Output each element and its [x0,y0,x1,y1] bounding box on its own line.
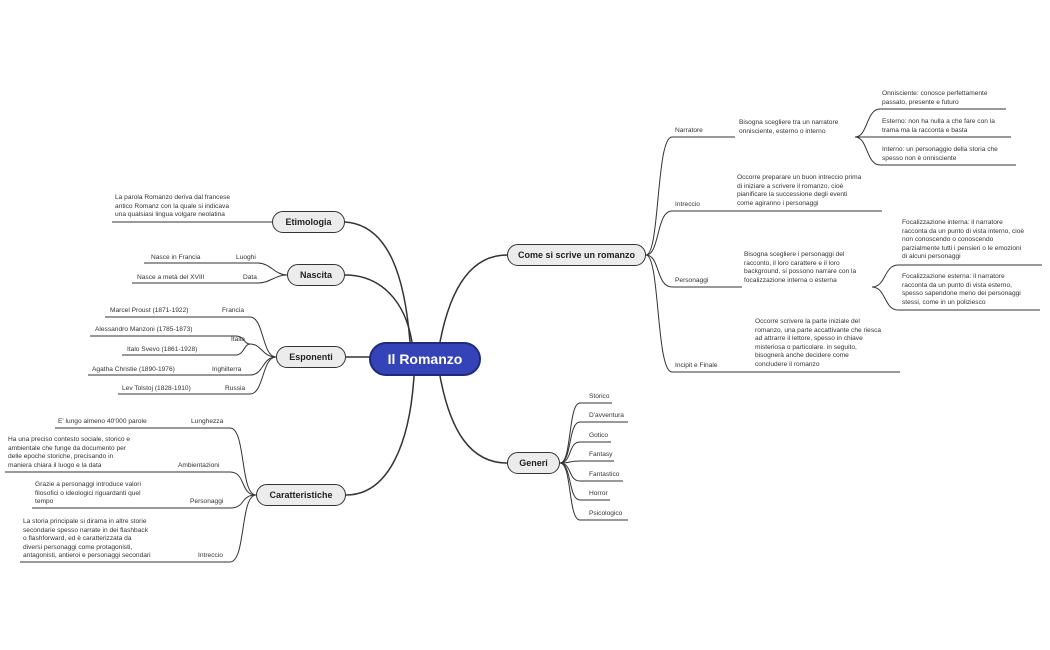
topic-etimologia[interactable]: Etimologia [272,211,345,233]
come-personaggi-text: Bisogna scegliere i personaggi del racco… [744,251,857,284]
esponenti-russia-label: Russia [225,385,246,392]
genere-horror: Horror [589,490,608,497]
focalizzazione-esterna: Focalizzazione esterna: il narratore rac… [902,273,1021,306]
genere-storico: Storico [589,393,610,400]
come-incipit-label: Incipit e Finale [675,362,718,369]
caratteristiche-ambientazioni-text: Ha una preciso contesto sociale, storico… [8,436,131,469]
topic-nascita[interactable]: Nascita [287,264,345,286]
esponenti-italia-label: Italia [231,336,245,343]
esponenti-inghilterra-label: Inghilterra [212,366,242,373]
central-connectors [344,221,508,496]
author-svevo: Italo Svevo (1861-1928) [127,346,198,353]
nascita-luoghi-label: Luoghi [236,254,256,261]
esponenti-connectors [88,316,277,395]
topic-caratteristiche[interactable]: Caratteristiche [256,484,346,506]
come-intreccio-label: Intreccio [675,201,700,208]
come-connectors [645,108,1042,373]
genere-gotico: Gotico [589,432,609,439]
central-topic[interactable]: Il Romanzo [369,342,481,376]
caratteristiche-intreccio-label: Intreccio [198,552,223,559]
caratteristiche-ambientazioni-label: Ambientazioni [178,462,220,469]
author-proust: Marcel Proust (1871-1922) [110,307,189,314]
focalizzazione-interna: Focalizzazione interna: il narratore rac… [902,219,1025,261]
genere-fantasy: Fantasy [589,451,613,458]
author-tolstoj: Lev Tolstoj (1828-1910) [122,385,191,392]
caratteristiche-lunghezza-text: E' lungo almeno 40'000 parole [58,418,147,425]
caratteristiche-personaggi-text: Grazie a personaggi introduce valori fil… [35,481,141,506]
nascita-data-value: Nasce a metà del XVIII [137,274,205,281]
narratore-interno: Interno: un personaggio della storia che… [882,146,998,162]
come-narratore-text: Bisogna scegliere tra un narratore onnis… [739,119,839,135]
caratteristiche-personaggi-label: Personaggi [190,498,224,505]
topic-generi[interactable]: Generi [507,452,560,474]
author-manzoni: Alessandro Manzoni (1785-1873) [95,326,193,333]
genere-avventura: D'avventura [589,412,624,419]
caratteristiche-connectors [5,427,257,563]
narratore-onnisciente: Onnisciente: conosce perfettamente passa… [882,90,988,106]
caratteristiche-intreccio-text: La storia principale si dirama in altre … [23,518,151,560]
esponenti-francia-label: Francia [222,307,244,314]
topic-come-si-scrive[interactable]: Come si scrive un romanzo [507,244,646,266]
narratore-esterno: Esterno: non ha nulla a che fare con la … [882,118,995,134]
come-narratore-label: Narratore [675,127,703,134]
come-incipit-text: Occorre scrivere la parte iniziale del r… [755,318,882,368]
come-personaggi-label: Personaggi [675,277,709,284]
nascita-data-label: Data [243,274,257,281]
author-christie: Agatha Christie (1890-1976) [92,366,175,373]
topic-esponenti[interactable]: Esponenti [276,346,346,368]
nascita-connectors [132,262,288,284]
genere-psicologico: Psicologico [589,510,623,517]
caratteristiche-lunghezza-label: Lunghezza [191,418,224,425]
nascita-luoghi-value: Nasce in Francia [151,254,201,261]
generi-connectors [559,402,628,521]
genere-fantastico: Fantastico [589,471,620,478]
come-intreccio-text: Occorre preparare un buon intreccio prim… [737,174,862,207]
etimologia-text: La parola Romanzo deriva dal francese an… [115,194,231,219]
